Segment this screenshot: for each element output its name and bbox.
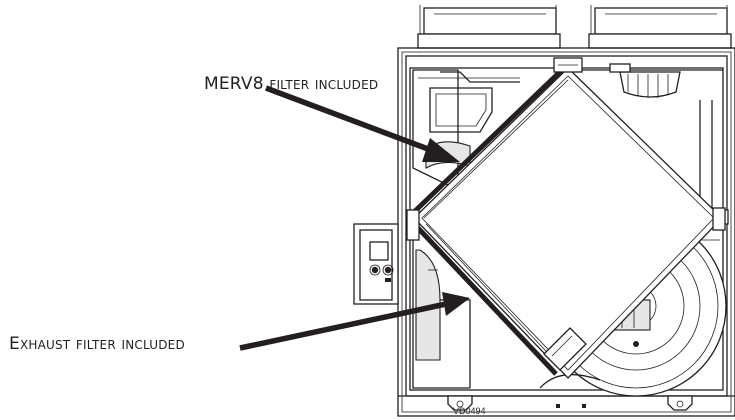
figure-code: VD0494 [453,406,486,416]
display-icon [369,241,389,261]
exhaust-filter-callout: Exhaust filter included [9,334,185,354]
top-collar-left [417,5,561,49]
heat-exchanger-core [406,57,726,379]
knob-icon-right [384,266,392,274]
top-collar-right [588,5,732,49]
knob-icon-left [371,266,379,274]
control-box [353,223,399,305]
top-right-motor [580,63,723,98]
merv-filter-arrow [265,85,460,162]
exhaust-filter-arrow [239,292,470,351]
lower-left-housing [412,240,601,389]
bottom-latches [447,395,693,411]
merv-filter-callout: MERV8 filter included [204,74,379,94]
